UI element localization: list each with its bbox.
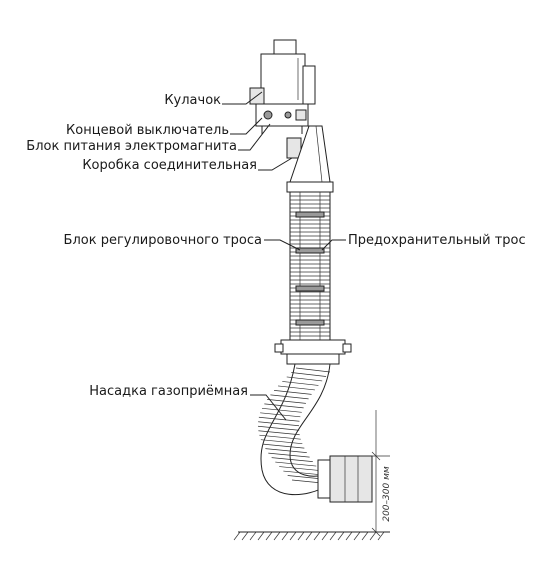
floor-hatch-line <box>321 531 329 541</box>
curve-rib <box>282 381 319 386</box>
floor-hatch-line <box>329 531 337 541</box>
curve-rib <box>291 372 327 377</box>
floor-hatch-line <box>337 531 345 541</box>
curve-rib <box>260 412 301 418</box>
floor-hatch-line <box>297 531 305 541</box>
motor-housing <box>249 39 316 134</box>
floor-hatch-line <box>241 531 249 541</box>
floor-line <box>233 531 390 541</box>
curve-rib <box>262 443 305 449</box>
curve-rib <box>283 470 324 476</box>
label-cable-unit: Блок регулировочного троса <box>64 233 262 248</box>
label-safety-cable: Предохранительный трос <box>348 233 526 248</box>
label-cam: Кулачок <box>164 93 221 108</box>
vertical-hose <box>286 181 334 341</box>
floor-hatch-line <box>377 531 385 541</box>
floor-hatch-line <box>305 531 313 541</box>
junction-box <box>286 137 302 159</box>
floor-hatch-line <box>361 531 369 541</box>
floor-hatch-line <box>281 531 289 541</box>
curve-rib <box>275 461 317 467</box>
floor-hatch-line <box>345 531 353 541</box>
curve-rib <box>258 421 300 427</box>
curve-rib <box>277 385 315 391</box>
curve-rib <box>258 416 300 422</box>
label-nozzle: Насадка газоприёмная <box>89 384 248 399</box>
label-junction-box: Коробка соединительная <box>82 158 257 173</box>
floor-hatch-line <box>233 531 241 541</box>
curve-rib <box>265 448 307 453</box>
curve-rib <box>267 399 306 404</box>
nozzle-mouth <box>317 455 373 503</box>
curve-rib <box>274 390 312 395</box>
floor-hatch-line <box>369 531 377 541</box>
curve-rib <box>268 452 310 458</box>
floor-hatch-line <box>273 531 281 541</box>
curve-rib <box>260 439 303 445</box>
curve-rib <box>258 430 300 436</box>
floor-hatch-line <box>313 531 321 541</box>
curve-rib <box>264 403 304 409</box>
curve-rib <box>271 457 313 462</box>
curve-rib <box>270 394 309 400</box>
curve-rib <box>279 466 321 471</box>
floor-hatch-line <box>289 531 297 541</box>
curve-rib <box>257 425 300 431</box>
label-limit-switch: Концевой выключатель <box>66 123 229 138</box>
height-dimension: 200–300 мм <box>360 410 392 537</box>
floor-hatch-line <box>249 531 257 541</box>
curve-rib <box>286 376 323 382</box>
curve-rib <box>261 407 302 413</box>
floor-hatch-line <box>265 531 273 541</box>
label-magnet-power: Блок питания электромагнита <box>26 139 237 154</box>
leader-lines <box>222 91 346 421</box>
floor-hatch-line <box>353 531 361 541</box>
dimension-label: 200–300 мм <box>382 466 392 522</box>
floor-hatch-line <box>257 531 265 541</box>
curve-rib <box>295 367 331 373</box>
curve-rib <box>259 434 301 440</box>
hose-collar <box>274 339 352 365</box>
